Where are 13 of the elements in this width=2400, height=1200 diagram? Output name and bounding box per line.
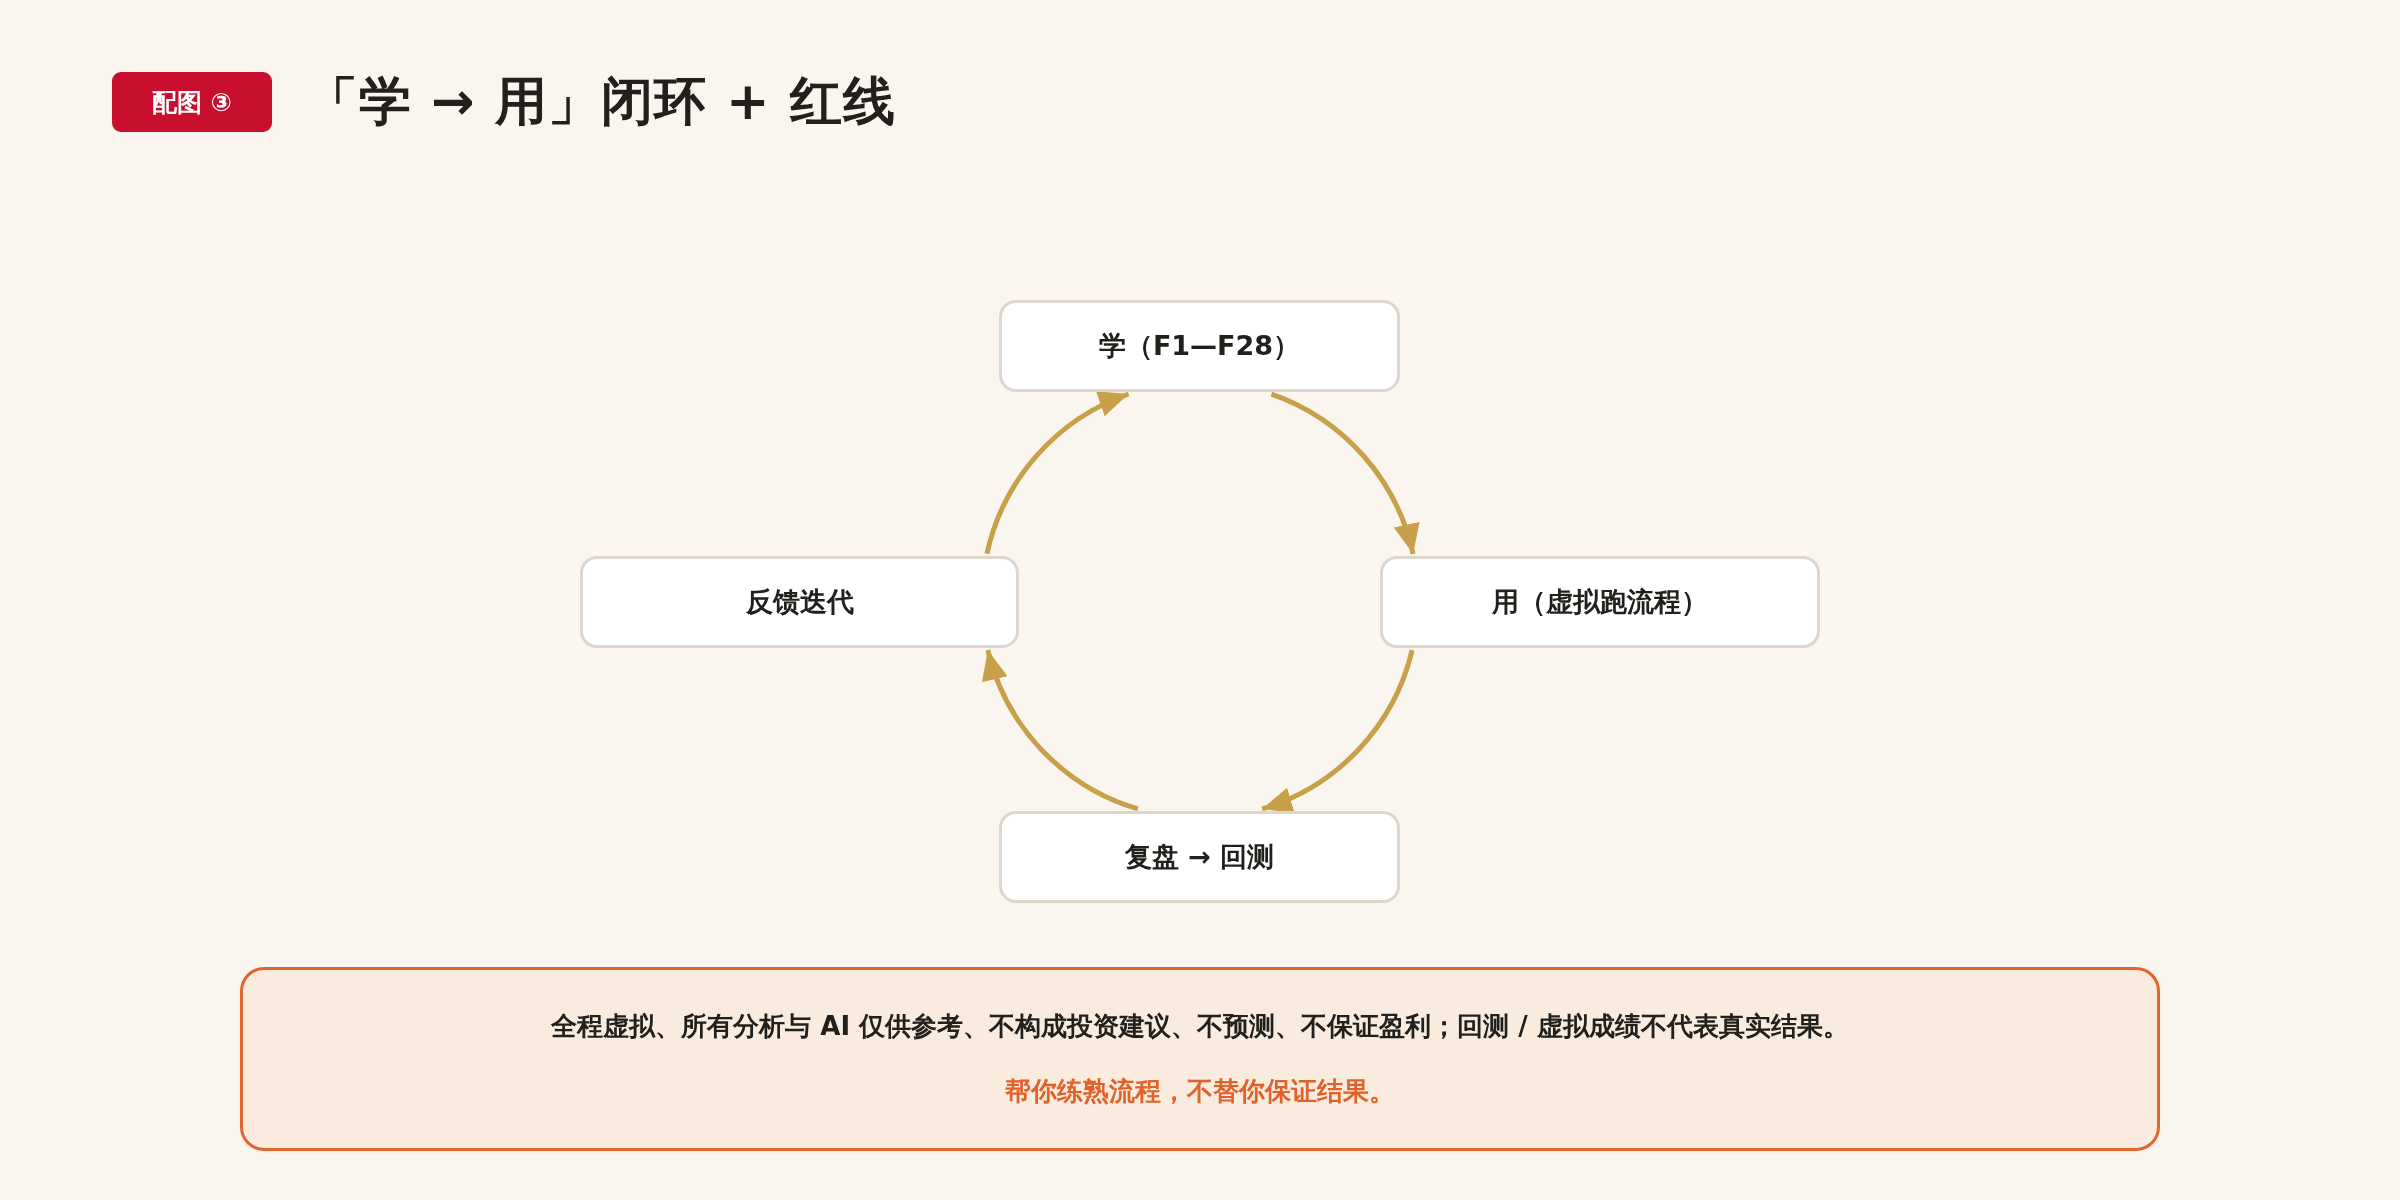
slogan-text: 帮你练熟流程，不替你保证结果。: [1005, 1075, 1395, 1108]
badge: 配图 ③: [112, 72, 272, 132]
disclaimer-text: 全程虚拟、所有分析与 AI 仅供参考、不构成投资建议、不预测、不保证盈利；回测 / 虚拟成绩不代表真实结果。: [551, 1010, 1849, 1043]
step-box: 用（虚拟跑流程）: [1380, 556, 1820, 648]
step-box: 学（F1—F28）: [999, 300, 1400, 392]
arrow: [983, 649, 1139, 812]
step-box: 复盘 → 回测: [999, 811, 1400, 903]
arrow: [1261, 649, 1415, 812]
step-box: 反馈迭代: [580, 556, 1019, 648]
arrow: [984, 391, 1130, 555]
arrow: [1270, 391, 1418, 555]
title: 「学 → 用」闭环 + 红线: [306, 70, 896, 133]
notice-box: [240, 967, 2160, 1151]
